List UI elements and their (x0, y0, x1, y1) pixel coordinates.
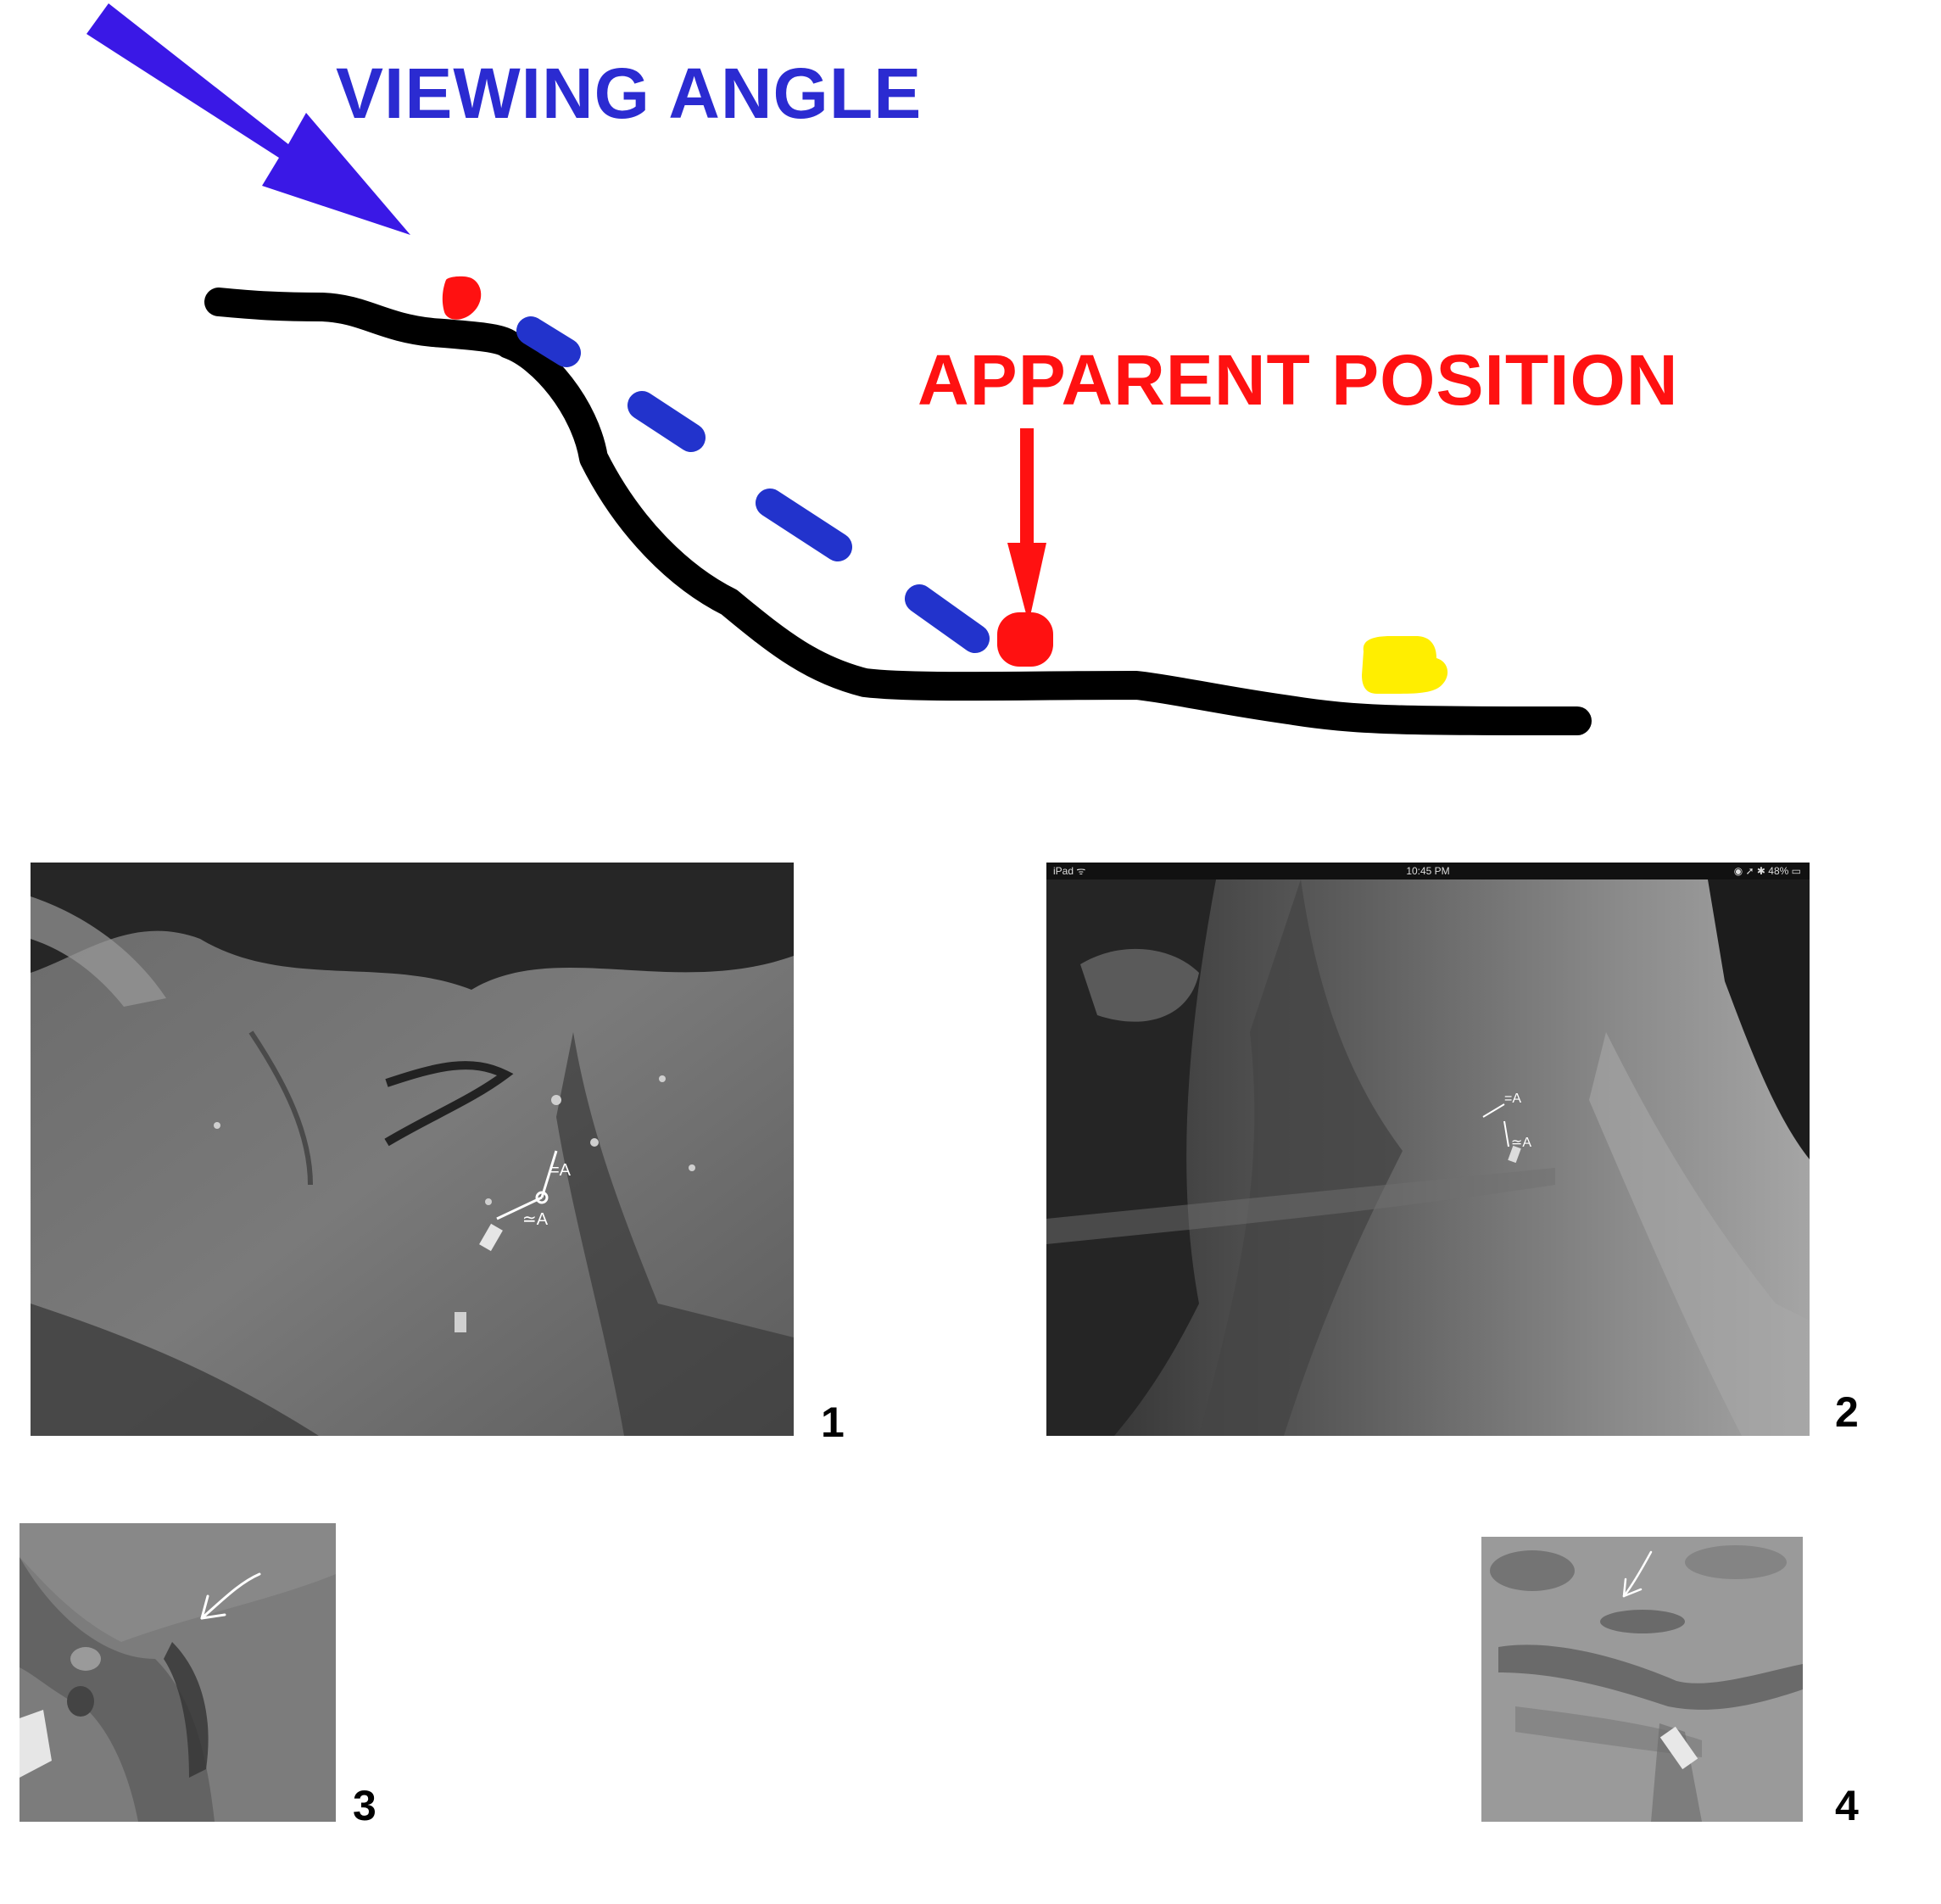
status-bar-time: 10:45 PM (1406, 865, 1450, 877)
viewing-angle-arrow (86, 3, 410, 235)
trajectory-dashes (516, 316, 990, 653)
slope-diagram (86, 3, 1592, 735)
status-bar-battery: ◉ ➚ ✱ 48% ▭ (1733, 865, 1801, 877)
comet-closeup-photo-4 (1481, 1537, 1803, 1822)
viewing-angle-label: VIEWING ANGLE (336, 53, 923, 133)
comet-surface-photo-1: =A ≃A (31, 863, 794, 1436)
terrain-profile (204, 288, 1592, 735)
photo-number-4: 4 (1835, 1782, 1859, 1829)
photo-2-annotation-approx-a: ≃A (1511, 1136, 1532, 1150)
photo-1-annotation-a: =A (549, 1161, 572, 1180)
red-object-apparent (997, 612, 1053, 667)
red-object-original (442, 276, 482, 320)
ipad-status-bar: iPad ᯤ 10:45 PM ◉ ➚ ✱ 48% ▭ (1046, 863, 1810, 879)
trajectory-dash (756, 489, 852, 561)
photo-number-3: 3 (353, 1782, 376, 1829)
apparent-position-arrow (1007, 428, 1046, 623)
trajectory-dash (627, 391, 706, 452)
photo-2-annotation-a: =A (1504, 1092, 1522, 1106)
photo-1-annotation-approx-a: ≃A (522, 1210, 549, 1229)
yellow-object (1362, 636, 1448, 694)
photo-number-1: 1 (821, 1399, 845, 1446)
comet-closeup-photo-3 (20, 1523, 336, 1822)
apparent-position-label: APPARENT POSITION (918, 340, 1679, 420)
comet-surface-photo-2: iPad ᯤ 10:45 PM ◉ ➚ ✱ 48% ▭ =A ≃A (1046, 863, 1810, 1436)
photo-number-2: 2 (1835, 1388, 1859, 1436)
status-bar-device: iPad ᯤ (1053, 865, 1086, 877)
trajectory-dash (905, 584, 990, 653)
trajectory-dash (516, 316, 581, 367)
